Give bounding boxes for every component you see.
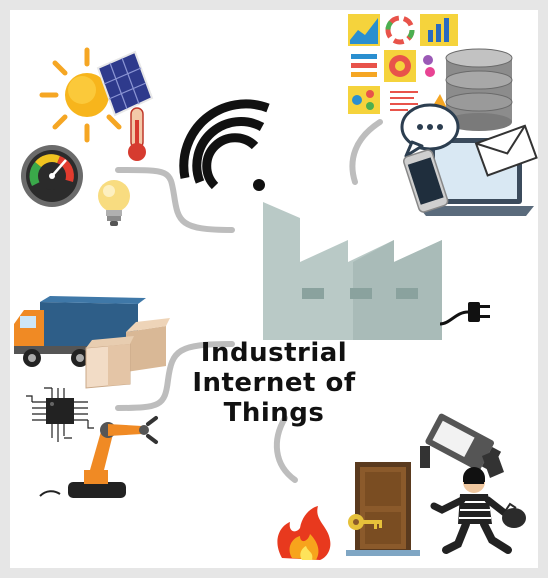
connector-top-left bbox=[115, 167, 235, 233]
solar-panel-icon bbox=[96, 50, 154, 117]
robotic-arm-icon bbox=[39, 416, 158, 498]
light-bulb-icon bbox=[98, 180, 130, 226]
title-line-1: Industrial bbox=[200, 338, 348, 368]
factory-icon bbox=[263, 202, 442, 340]
burglar-icon bbox=[430, 467, 526, 554]
key-icon bbox=[348, 514, 382, 530]
power-plug-icon bbox=[439, 302, 490, 326]
smartphone-icon bbox=[403, 149, 449, 213]
door-icon bbox=[346, 462, 420, 556]
connector-top-right bbox=[349, 119, 383, 185]
fire-icon bbox=[277, 506, 331, 560]
thermometer-icon bbox=[128, 107, 146, 161]
envelope-icon bbox=[474, 124, 538, 177]
wifi-icon bbox=[179, 99, 270, 191]
iiot-illustration bbox=[14, 14, 538, 560]
chat-bubble-icon bbox=[400, 103, 460, 158]
security-camera-icon bbox=[420, 413, 504, 478]
title-line-2: Internet of bbox=[192, 368, 356, 398]
microchip-icon bbox=[26, 387, 94, 442]
title-line-3: Things bbox=[223, 398, 325, 428]
diagram-canvas: Industrial Internet of Things bbox=[10, 10, 538, 568]
cardboard-box-icon bbox=[85, 318, 170, 389]
gauge-icon bbox=[21, 145, 83, 207]
connector-lines bbox=[115, 119, 383, 483]
connector-bottom-left bbox=[115, 341, 235, 411]
connector-bottom-right bbox=[273, 415, 298, 483]
database-icon bbox=[445, 48, 513, 131]
infographic-icon bbox=[348, 14, 458, 114]
